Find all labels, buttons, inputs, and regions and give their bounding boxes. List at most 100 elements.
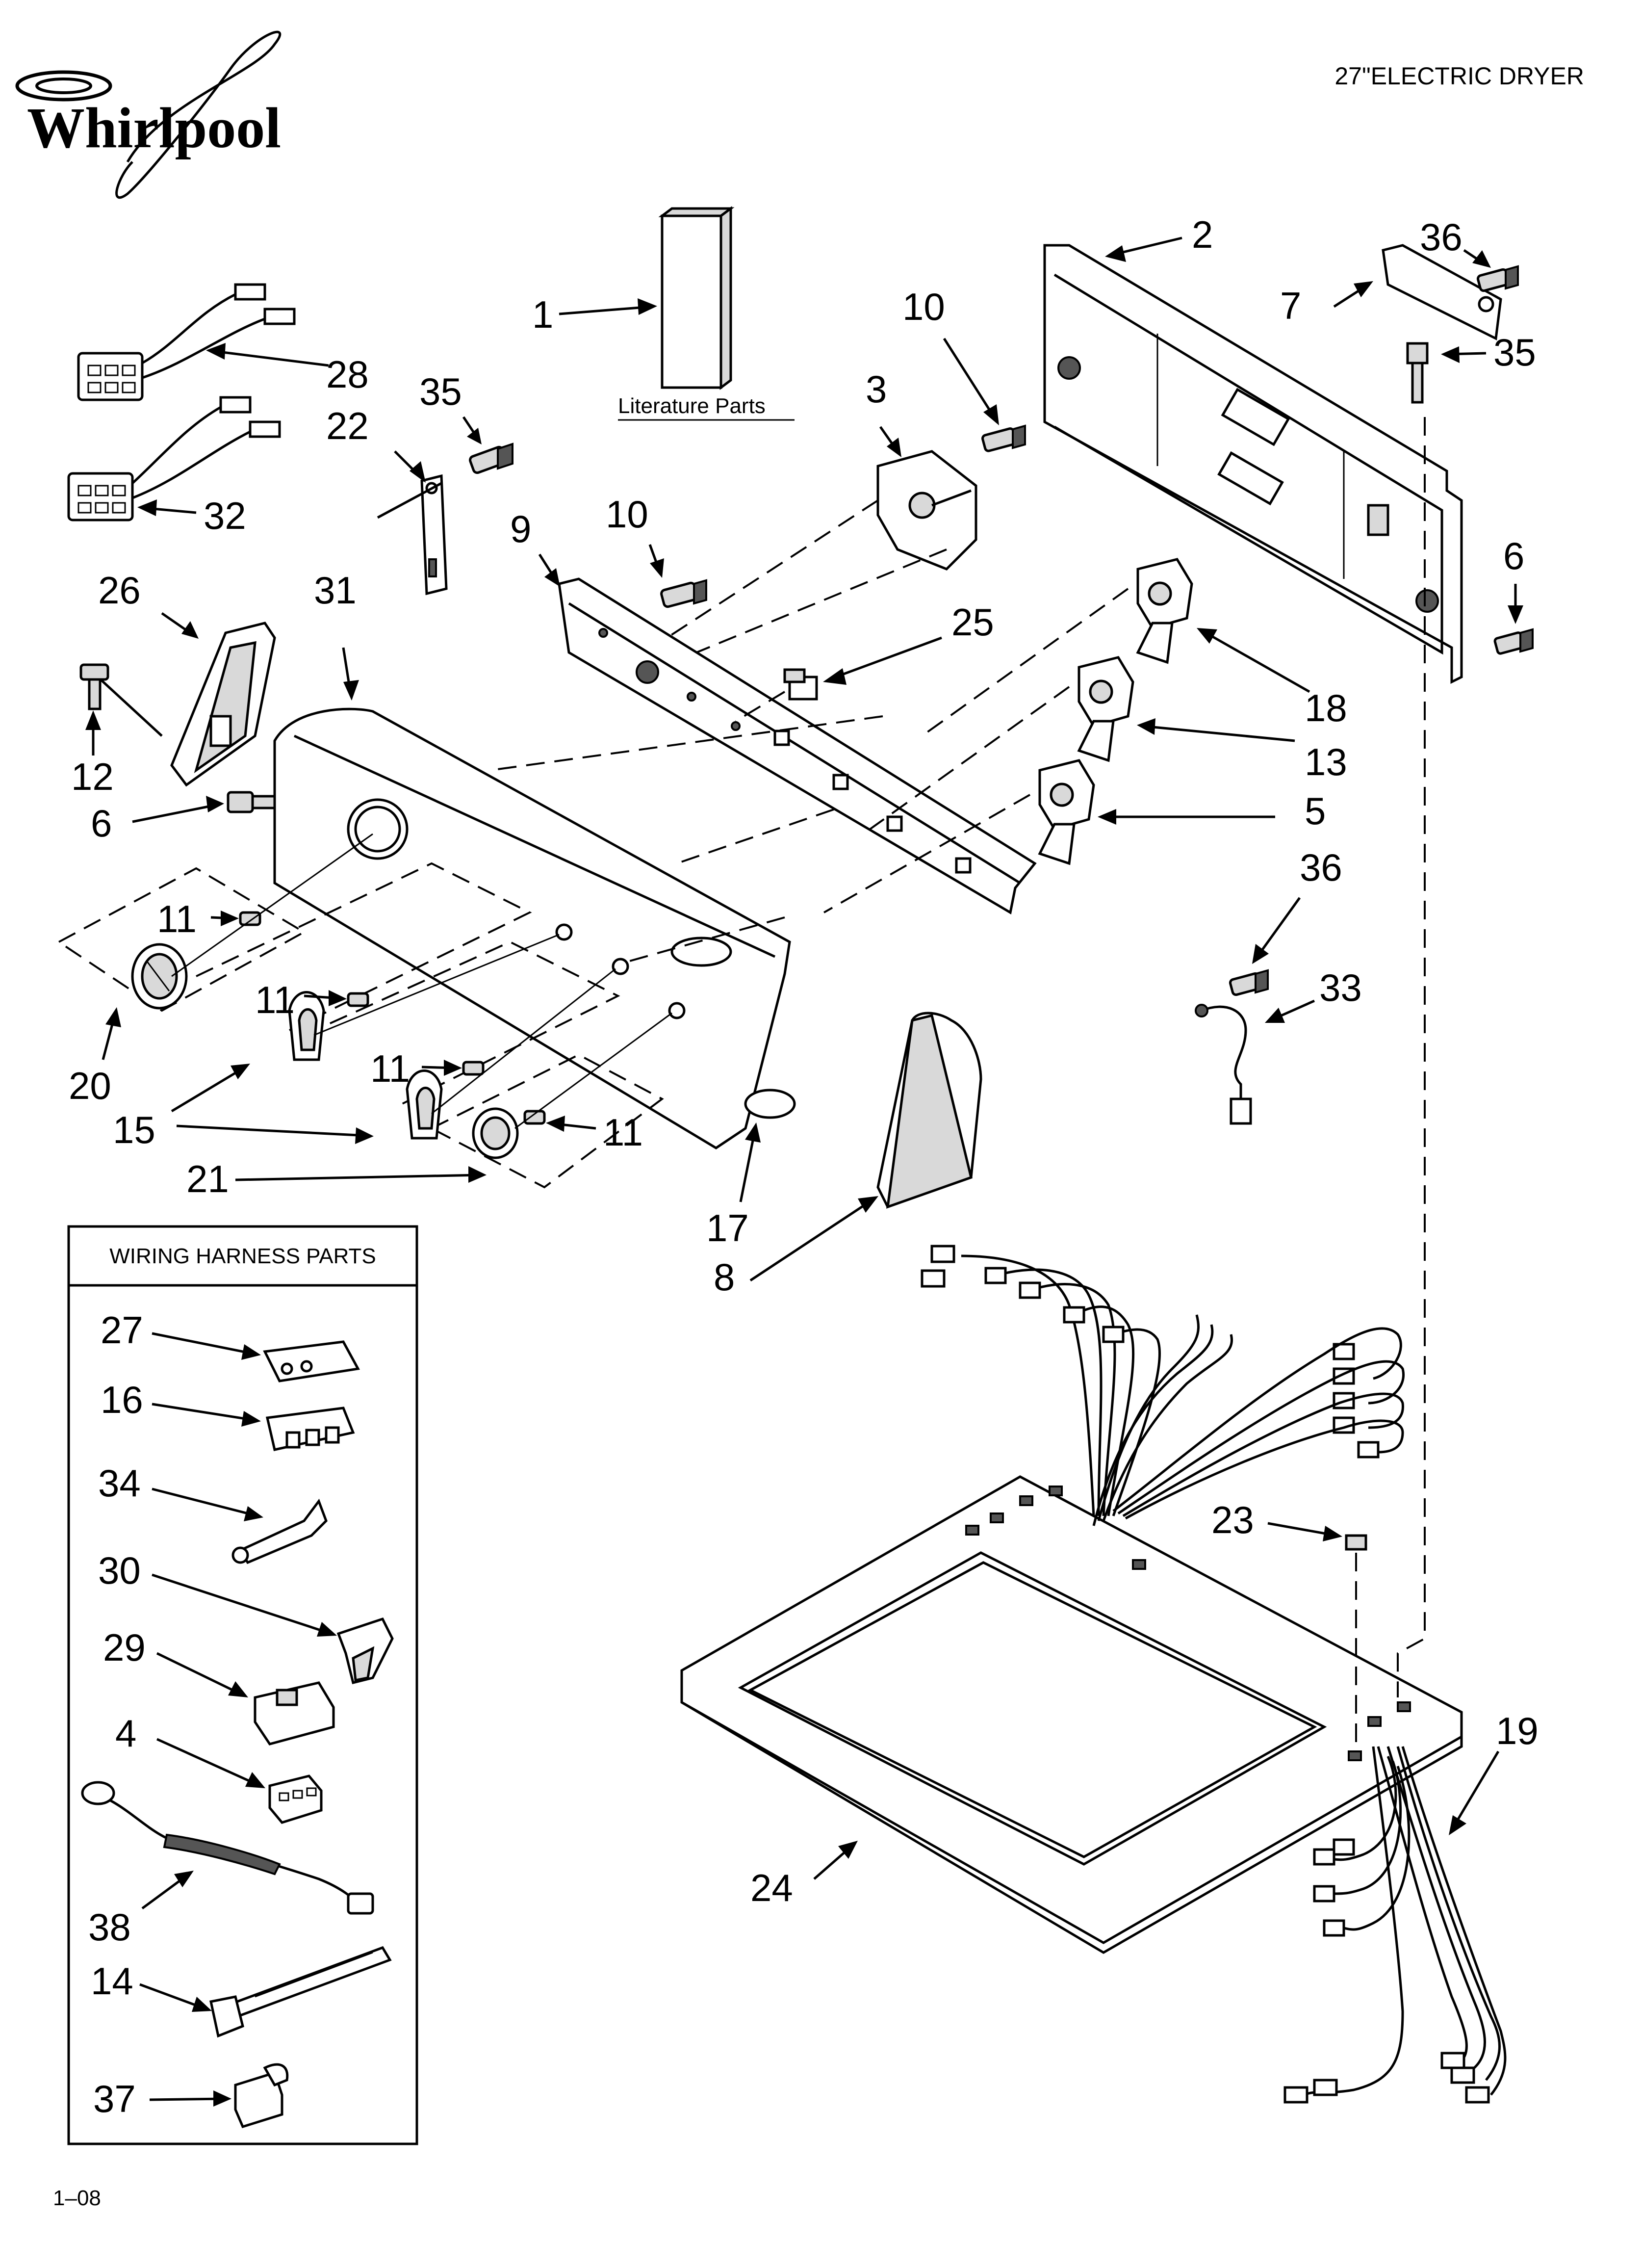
clip-23 [1345,1534,1367,1551]
callout-9: 9 [510,507,531,550]
harness-32 [67,396,281,521]
knob-15a [288,991,325,1061]
literature-parts-label: Literature Parts [618,394,766,418]
console-panel-31 [273,707,791,1149]
callout-37: 37 [93,2077,136,2120]
literature-parts-book [658,206,735,390]
callout-1: 1 [532,293,553,336]
screw-36-mid [1229,969,1269,996]
callout-10-panel: 10 [606,493,648,536]
screw-10-panel [660,579,707,608]
callout-8: 8 [714,1255,735,1299]
lens-17 [744,1089,796,1119]
callout-38: 38 [88,1905,131,1949]
callout-25: 25 [951,600,994,644]
connector-29 [254,1681,335,1746]
callout-11-a: 11 [157,897,197,940]
callout-22: 22 [326,404,369,447]
switch-13 [1077,656,1134,762]
terminal-34 [231,1498,328,1564]
knob-20 [131,943,188,1010]
lever-22 [377,474,448,596]
screw-35-right [1406,342,1429,404]
callout-12: 12 [71,755,114,798]
end-cap-8 [876,1012,982,1209]
callout-13: 13 [1305,740,1347,783]
wire-33 [1195,1004,1252,1125]
whirlpool-logo: Whirlpool [15,30,282,199]
callout-31: 31 [314,569,357,612]
switch-5 [1038,759,1095,865]
bracket-7 [1382,244,1502,340]
connector-27 [263,1340,360,1382]
callout-6-left: 6 [91,802,112,845]
callout-28: 28 [326,353,369,396]
screw-6-left [227,791,281,813]
callout-32: 32 [204,494,246,537]
page-code: 1–08 [53,2186,101,2210]
callout-24: 24 [750,1866,793,1909]
rear-panel-2 [1043,244,1463,684]
callout-36-top: 36 [1420,215,1462,259]
callout-17: 17 [706,1206,749,1250]
callout-34: 34 [98,1461,141,1505]
switch-25 [783,668,818,701]
knob-15b [406,1069,443,1140]
clip-11c [462,1061,485,1076]
main-harness-upper [961,1254,1233,1526]
callout-33: 33 [1319,966,1362,1009]
harness-right-loops [1112,1327,1405,1520]
callout-11-b: 11 [255,978,295,1021]
callout-7: 7 [1280,284,1301,327]
callout-21: 21 [186,1157,229,1200]
connector-16 [265,1407,355,1451]
wiring-harness-box [67,1225,418,2145]
logo-wordmark: Whirlpool [27,96,281,160]
callout-4: 4 [115,1712,136,1755]
control-bracket-9 [558,577,1037,914]
cable-tie-14 [209,1946,392,2038]
callout-15: 15 [113,1108,155,1151]
clip-30 [336,1617,394,1685]
screw-12 [79,663,163,737]
harness-lower-plugs [1283,1838,1490,2104]
screw-10-timer [981,424,1026,452]
callout-26: 26 [98,569,141,612]
connector-4 [268,1774,323,1824]
screw-6-right [1493,628,1534,655]
callout-20: 20 [69,1064,111,1107]
callout-6-right: 6 [1503,534,1524,577]
harness-upper-plugs [921,1245,1380,1459]
sensor-cable-38 [81,1781,374,1915]
callout-30: 30 [98,1549,141,1592]
clip-11b [347,992,369,1007]
knob-21 [472,1107,519,1159]
harness-28 [77,283,296,401]
callout-35-left: 35 [419,370,462,413]
callout-10-timer: 10 [902,285,945,328]
callout-11-d: 11 [603,1111,643,1154]
screw-36-top [1476,265,1519,292]
callout-16: 16 [101,1378,143,1421]
callout-14: 14 [91,1959,133,2003]
callout-27: 27 [101,1308,143,1352]
model-title: 27"ELECTRIC DRYER [1334,62,1584,90]
callout-23: 23 [1211,1498,1254,1541]
knobs-dashed-region [58,862,664,1189]
callout-5: 5 [1305,789,1326,833]
callout-29: 29 [103,1626,146,1669]
clip-11d [523,1110,546,1125]
switch-18 [1136,558,1193,664]
callout-11-c: 11 [370,1047,410,1090]
screw-35-left [469,443,513,474]
clip-37 [234,2063,289,2129]
timer-3 [876,450,977,571]
callout-19: 19 [1496,1709,1539,1752]
callout-35-right: 35 [1493,331,1536,374]
hinge-cover-26 [170,622,276,787]
main-harness-lower-19 [1304,1746,1507,2096]
clip-11a [239,911,261,926]
top-24 [680,1475,1463,1954]
callout-2: 2 [1192,213,1213,256]
